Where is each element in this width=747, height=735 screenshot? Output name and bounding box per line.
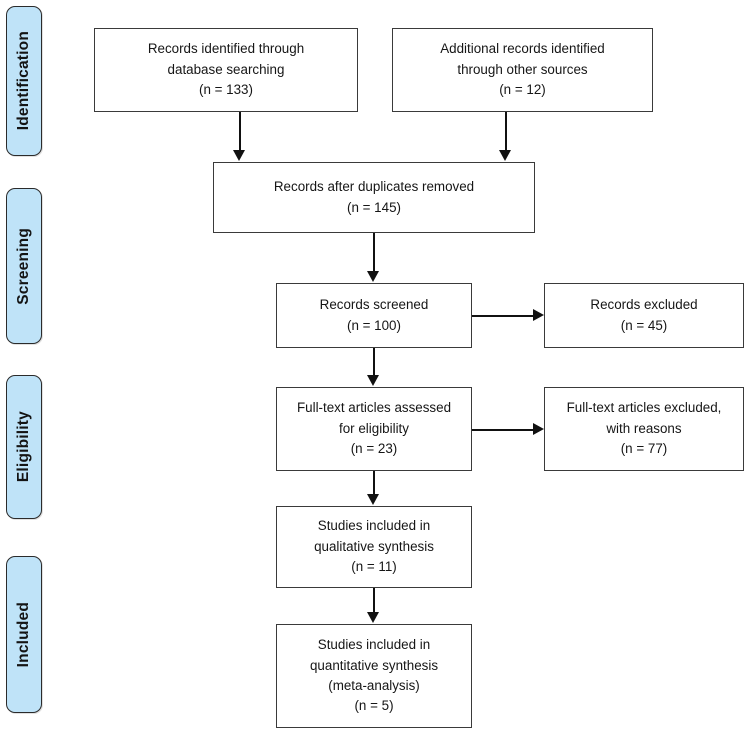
box-records-excluded[interactable]: Records excluded (n = 45) <box>544 283 744 348</box>
box-additional-records-other-sources-text: Additional records identified through ot… <box>440 41 605 98</box>
stage-tab-identification-label: Identification <box>15 31 33 131</box>
box-qualitative-synthesis[interactable]: Studies included in qualitative synthesi… <box>276 506 472 588</box>
box-additional-records-other-sources[interactable]: Additional records identified through ot… <box>392 28 653 112</box>
box-quantitative-synthesis[interactable]: Studies included in quantitative synthes… <box>276 624 472 728</box>
box-records-screened[interactable]: Records screened (n = 100) <box>276 283 472 348</box>
box-records-screened-text: Records screened (n = 100) <box>319 297 429 333</box>
box-quantitative-synthesis-text: Studies included in quantitative synthes… <box>309 637 439 714</box>
box-fulltext-assessed-text: Full-text articles assessed for eligibil… <box>296 400 452 457</box>
stage-tab-eligibility-label: Eligibility <box>15 411 33 483</box>
arrowhead-qualitative-to-quantitative <box>367 612 379 623</box>
box-records-after-duplicates-removed[interactable]: Records after duplicates removed (n = 14… <box>213 162 535 233</box>
arrowhead-other-sources-to-duplicates <box>499 150 511 161</box>
arrowhead-screened-to-fulltext <box>367 375 379 386</box>
arrowhead-database-to-duplicates <box>233 150 245 161</box>
connector-other-sources-to-duplicates <box>505 112 507 152</box>
box-records-identified-database[interactable]: Records identified through database sear… <box>94 28 358 112</box>
connector-screened-to-excluded <box>472 315 534 317</box>
connector-fulltext-to-qualitative <box>373 471 375 495</box>
arrowhead-duplicates-to-screened <box>367 271 379 282</box>
stage-tab-screening-label: Screening <box>15 227 33 305</box>
connector-qualitative-to-quantitative <box>373 588 375 613</box>
box-records-excluded-text: Records excluded (n = 45) <box>590 297 698 333</box>
connector-fulltext-to-excluded <box>472 429 534 431</box>
box-fulltext-excluded[interactable]: Full-text articles excluded, with reason… <box>544 387 744 471</box>
arrowhead-fulltext-to-excluded <box>533 423 544 435</box>
connector-database-to-duplicates <box>239 112 241 152</box>
box-fulltext-excluded-text: Full-text articles excluded, with reason… <box>566 400 722 457</box>
connector-screened-to-fulltext <box>373 348 375 376</box>
stage-tab-screening[interactable]: Screening <box>6 188 42 344</box>
box-records-after-duplicates-removed-text: Records after duplicates removed (n = 14… <box>273 179 475 215</box>
stage-tab-identification[interactable]: Identification <box>6 6 42 156</box>
connector-duplicates-to-screened <box>373 233 375 272</box>
stage-tab-eligibility[interactable]: Eligibility <box>6 375 42 519</box>
stage-tab-included[interactable]: Included <box>6 556 42 713</box>
arrowhead-fulltext-to-qualitative <box>367 494 379 505</box>
box-fulltext-assessed[interactable]: Full-text articles assessed for eligibil… <box>276 387 472 471</box>
stage-tab-included-label: Included <box>15 601 33 668</box>
arrowhead-screened-to-excluded <box>533 309 544 321</box>
box-records-identified-database-text: Records identified through database sear… <box>147 41 305 98</box>
box-qualitative-synthesis-text: Studies included in qualitative synthesi… <box>314 518 434 575</box>
